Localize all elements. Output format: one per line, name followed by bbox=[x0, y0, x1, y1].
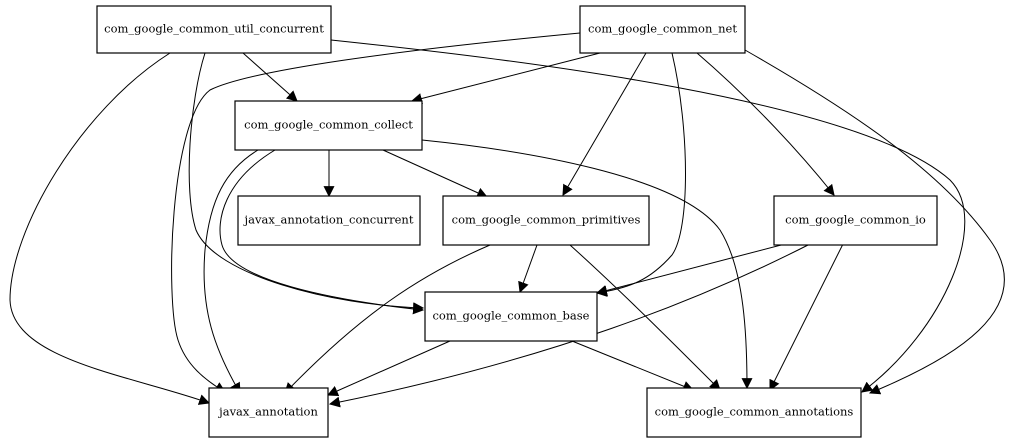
edge-net-to-collect bbox=[410, 52, 601, 104]
edge-util-concurrent-to-ja bbox=[9, 52, 211, 405]
edge-net-to-annotations bbox=[744, 49, 1005, 395]
node-io: com_google_common_io bbox=[773, 195, 938, 246]
node-base: com_google_common_base bbox=[424, 291, 598, 342]
edge-net-to-ja bbox=[171, 32, 581, 393]
edge-util-concurrent-to-base bbox=[188, 52, 425, 314]
node-primitives: com_google_common_primitives bbox=[442, 195, 650, 246]
edge-collect-to-ja bbox=[203, 149, 259, 394]
edge-net-to-io bbox=[696, 52, 835, 196]
edge-collect-to-annotations bbox=[421, 139, 753, 390]
edge-util-concurrent-to-collect bbox=[242, 52, 298, 102]
node-util-concurrent: com_google_common_util_concurrent bbox=[96, 5, 332, 54]
edge-io-to-ja bbox=[328, 243, 811, 408]
edge-primitives-to-annotations bbox=[569, 244, 721, 391]
node-collect: com_google_common_collect bbox=[234, 100, 423, 151]
node-javax-annotation: javax_annotation bbox=[208, 387, 329, 438]
edge-base-to-ja bbox=[326, 340, 451, 397]
node-label: javax_annotation_concurrent bbox=[243, 213, 414, 227]
edge-primitives-to-ja bbox=[284, 244, 491, 394]
node-label: com_google_common_collect bbox=[244, 118, 413, 132]
node-label: com_google_common_net bbox=[588, 22, 737, 36]
edge-collect-to-primitives bbox=[382, 149, 489, 198]
node-label: javax_annotation bbox=[217, 405, 318, 419]
edge-net-to-primitives bbox=[562, 52, 647, 196]
node-annotations: com_google_common_annotations bbox=[646, 387, 862, 438]
edge-base-to-annotations bbox=[571, 340, 695, 392]
node-javax-annotation-concurrent: javax_annotation_concurrent bbox=[237, 195, 421, 246]
node-label: com_google_common_primitives bbox=[452, 213, 641, 227]
node-net: com_google_common_net bbox=[579, 5, 746, 54]
nodes: com_google_common_util_concurrent com_go… bbox=[96, 5, 938, 438]
edge-io-to-base bbox=[595, 243, 786, 296]
edge-net-to-base bbox=[595, 52, 686, 297]
node-label: com_google_common_base bbox=[432, 309, 589, 323]
edges bbox=[9, 32, 1005, 408]
edge-primitives-to-base bbox=[518, 244, 538, 294]
edge-util-concurrent-to-annotations bbox=[330, 39, 966, 393]
node-label: com_google_common_util_concurrent bbox=[104, 22, 324, 36]
edge-collect-to-base bbox=[219, 149, 425, 315]
node-label: com_google_common_annotations bbox=[655, 405, 854, 419]
edge-io-to-annotations bbox=[769, 243, 844, 391]
node-label: com_google_common_io bbox=[785, 213, 926, 227]
